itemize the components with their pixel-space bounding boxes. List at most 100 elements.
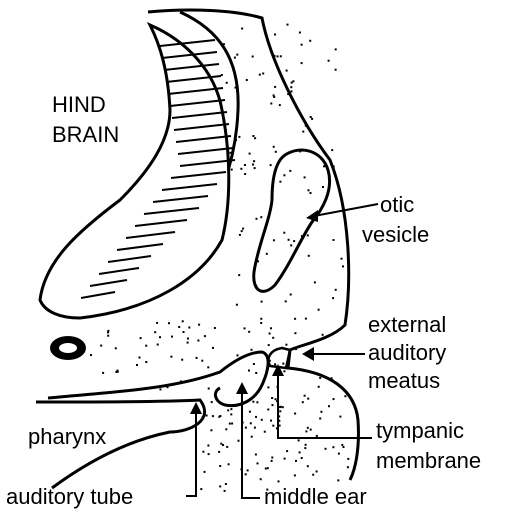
speckle: [299, 150, 301, 152]
speckle: [197, 340, 199, 342]
speckle: [310, 429, 312, 431]
speckle: [229, 423, 231, 425]
speckle: [257, 462, 259, 464]
speckle: [102, 372, 104, 374]
speckle: [284, 458, 286, 460]
speckle: [234, 57, 236, 59]
speckle: [274, 34, 276, 36]
speckle: [285, 344, 287, 346]
speckle: [211, 401, 213, 403]
speckle: [267, 386, 269, 388]
speckle: [280, 55, 282, 57]
speckle: [304, 447, 306, 449]
speckle: [295, 460, 297, 462]
speckle: [116, 370, 118, 372]
speckle: [316, 435, 318, 437]
speckle: [157, 344, 159, 346]
speckle: [328, 60, 330, 62]
label-external-line1: external: [368, 312, 446, 338]
speckle: [244, 164, 246, 166]
speckle: [171, 336, 173, 338]
speckle: [333, 239, 335, 241]
speckle: [272, 404, 274, 406]
speckle: [333, 166, 335, 168]
speckle: [260, 322, 262, 324]
speckle: [255, 372, 257, 374]
speckle: [201, 360, 203, 362]
speckle: [286, 348, 288, 350]
speckle: [250, 422, 252, 424]
speckle: [271, 460, 273, 462]
speckle: [201, 402, 203, 404]
speckle: [242, 228, 244, 230]
speckle: [270, 164, 272, 166]
speckle: [302, 131, 304, 133]
speckle: [223, 43, 225, 45]
speckle: [264, 431, 266, 433]
speckle: [267, 409, 269, 411]
speckle: [226, 446, 228, 448]
speckle: [270, 327, 272, 329]
speckle: [202, 451, 204, 453]
speckle: [286, 70, 288, 72]
speckle: [136, 364, 138, 366]
speckle: [210, 429, 212, 431]
speckle: [236, 54, 238, 56]
speckle: [252, 56, 254, 58]
speckle: [247, 469, 249, 471]
speckle: [347, 458, 349, 460]
speckle: [333, 398, 335, 400]
label-tympanic-line2: membrane: [376, 448, 481, 474]
speckle: [331, 377, 333, 379]
speckle: [252, 401, 254, 403]
speckle: [319, 377, 321, 379]
speckle: [238, 136, 240, 138]
speckle: [248, 331, 250, 333]
speckle: [308, 255, 310, 257]
speckle: [283, 174, 285, 176]
speckle: [318, 309, 320, 311]
speckle: [183, 331, 185, 333]
speckle: [291, 90, 293, 92]
speckle: [214, 327, 216, 329]
speckle: [270, 420, 272, 422]
speckle: [170, 356, 172, 358]
speckle: [260, 216, 262, 218]
speckle: [286, 450, 288, 452]
speckle: [319, 418, 321, 420]
speckle: [343, 446, 345, 448]
speckle: [204, 335, 206, 337]
speckle: [241, 230, 243, 232]
label-tympanic-line1: tympanic: [376, 418, 464, 444]
speckle: [115, 347, 117, 349]
speckle: [301, 44, 303, 46]
speckle: [275, 398, 277, 400]
speckle: [312, 474, 314, 476]
speckle: [310, 116, 312, 118]
speckle: [339, 416, 341, 418]
otic-vesicle-outline: [254, 150, 330, 291]
speckle: [188, 327, 190, 329]
speckle: [307, 427, 309, 429]
speckle: [301, 62, 303, 64]
speckle: [159, 336, 161, 338]
speckle: [207, 366, 209, 368]
speckle: [219, 485, 221, 487]
label-middle-ear: middle ear: [264, 484, 367, 510]
speckle: [347, 466, 349, 468]
speckle: [273, 94, 275, 96]
speckle: [231, 169, 233, 171]
speckle: [283, 232, 285, 234]
speckle: [212, 347, 214, 349]
speckle: [335, 289, 337, 291]
speckle: [255, 416, 257, 418]
speckle: [288, 239, 290, 241]
speckle: [282, 406, 284, 408]
speckle: [331, 149, 333, 151]
speckle: [332, 297, 334, 299]
speckle: [249, 411, 251, 413]
speckle: [279, 104, 281, 106]
middle-ear-leader-line: [242, 390, 260, 498]
speckle: [166, 385, 168, 387]
speckle: [235, 139, 237, 141]
